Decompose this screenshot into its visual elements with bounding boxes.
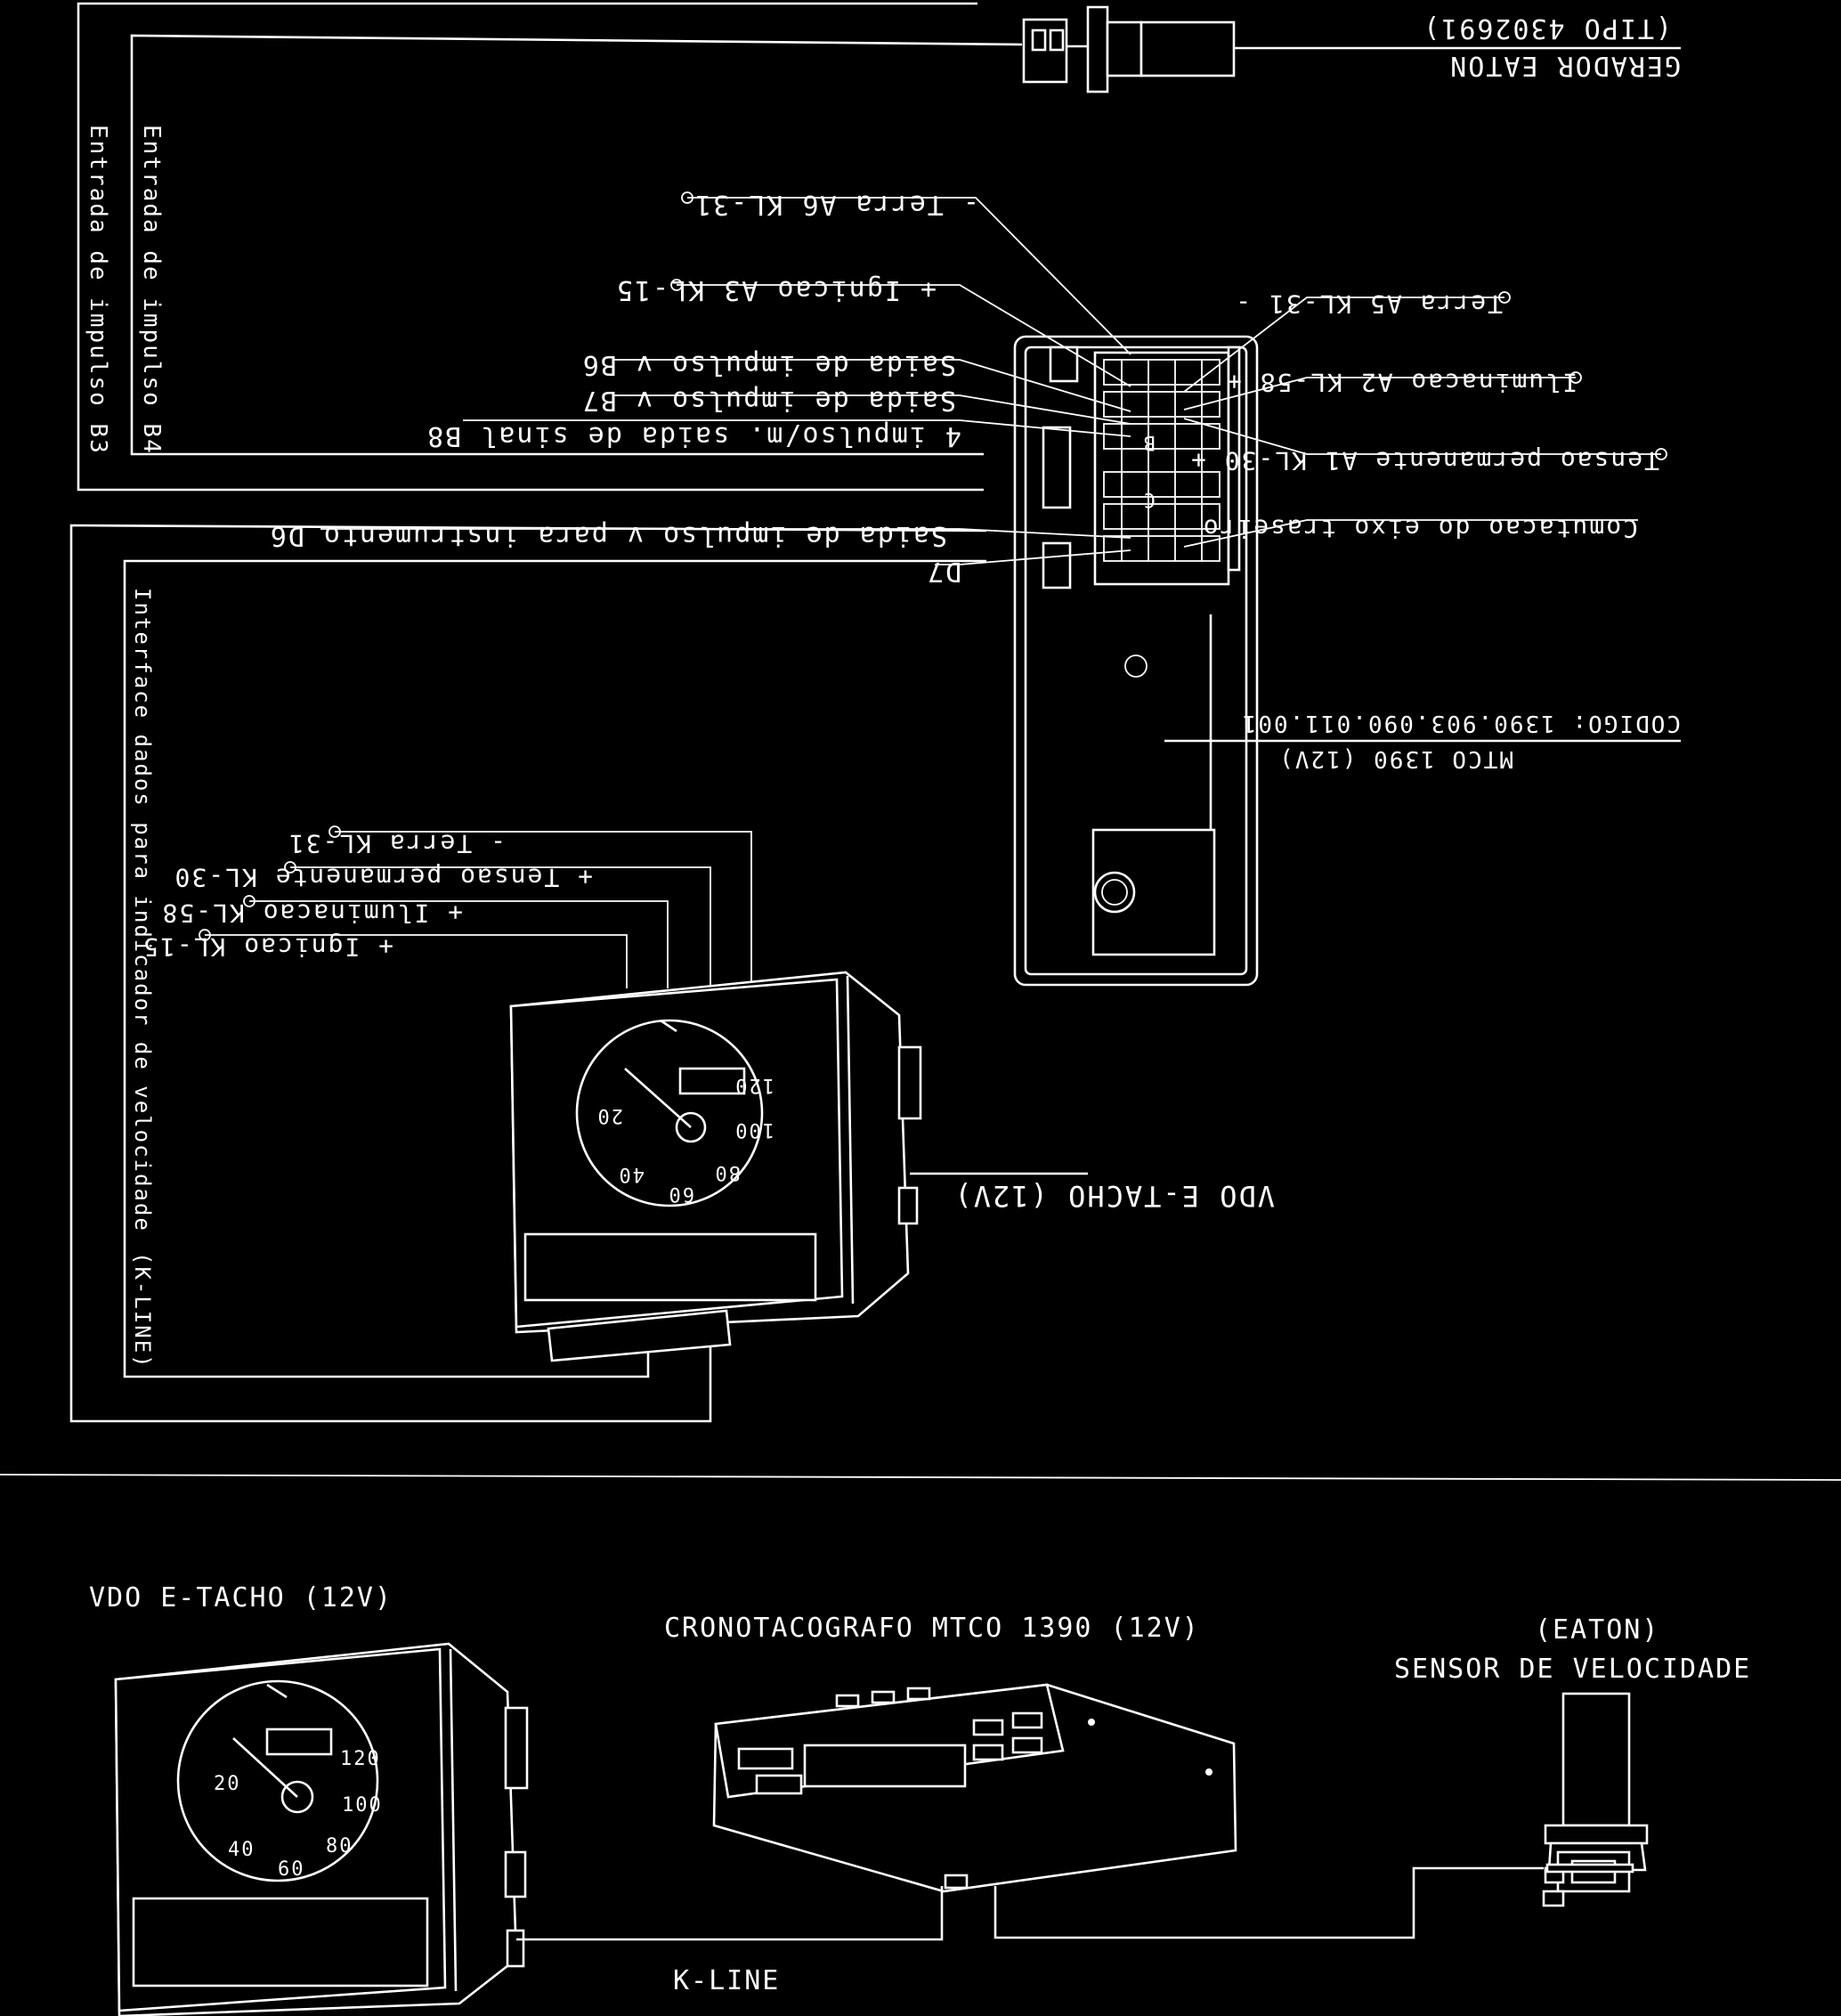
label-pin-a5: Terra A5 KL-31 - [1234, 289, 1503, 319]
kline-label: K-LINE [673, 1965, 780, 1996]
wire-interface-inner [123, 559, 986, 1378]
wire-input-b3 [77, 2, 984, 492]
label-pin-b8: 4 impulso/m. saida de sinal B8 [426, 420, 961, 451]
interface-speed-label: Interface dados para indicador de veloci… [130, 588, 155, 1232]
upper-diagram-content: GERADOR EATON (TIPO 4302691) Entrada de … [69, 2, 1681, 1423]
lower-gauge-40: 40 [228, 1839, 255, 1861]
upper-gauge-20: 20 [596, 1104, 624, 1126]
label-pin-b7: Saida de impulso v B7 [581, 385, 956, 416]
tacho-ignicao: + Ignicao KL-15 [142, 932, 393, 962]
label-pin-d6: Saida de impulso v para instrumento D6 [269, 520, 947, 551]
upper-gauge-80: 80 [714, 1161, 742, 1183]
upper-vdo-label: VDO E-TACHO (12V) [953, 1179, 1275, 1213]
label-pin-a1: Tensao permanente A1 KL-30 + [1189, 446, 1659, 476]
lower-gauge-20: 20 [214, 1773, 241, 1795]
vdo-etacho-lower [114, 1642, 529, 2016]
label-pin-a6: - Terra A6 KL-31 [693, 189, 979, 220]
lower-gauge-60: 60 [278, 1858, 305, 1881]
label-pin-a2: Iluminacao A2 KL-58 + [1225, 368, 1577, 397]
label-pin-d7: D7 [926, 556, 961, 587]
kline-vertical-label: (K-LINE) [130, 1252, 155, 1370]
lower-gauge-100: 100 [342, 1794, 383, 1817]
tacho-supply-leaders [199, 825, 752, 988]
lower-gauge-120: 120 [340, 1748, 381, 1770]
lower-gauge-80: 80 [326, 1835, 353, 1857]
wire-interface-outer [69, 524, 987, 1423]
connector-c-label: C [1142, 488, 1156, 510]
generator-title: GERADOR EATON [1448, 50, 1681, 81]
wire-kline [516, 1886, 944, 1941]
label-pin-axle: Comutacao do eixo traseiro [1202, 514, 1638, 543]
lower-sensor-label: SENSOR DE VELOCIDADE [1394, 1654, 1751, 1685]
mtco-right-leaders [1183, 291, 1667, 548]
tacho-tensao: + Tensao permanente KL-30 [174, 863, 593, 892]
speed-sensor [1542, 1692, 1649, 1907]
label-pin-b6: Saida de impulso v B6 [581, 349, 956, 380]
vdo-etacho-upper [509, 971, 1088, 1362]
mtco-left-leaders [320, 191, 1131, 565]
eaton-generator [1022, 5, 1681, 93]
tacho-iluminacao: + Iluminacao KL-58 [161, 898, 463, 928]
chronotachograph [712, 1683, 1237, 1893]
lower-vdo-label: VDO E-TACHO (12V) [89, 1582, 393, 1614]
wire-sensor [993, 1866, 1544, 1939]
section-divider [0, 1474, 1841, 1481]
upper-gauge-40: 40 [618, 1163, 645, 1185]
mtco-code: CODIGO: 1390.903.090.011.001 [1241, 710, 1681, 736]
wire-input-b4 [130, 34, 1023, 456]
label-input-b4: Entrada de impulso B4 [138, 125, 165, 455]
connector-pins [1103, 359, 1221, 562]
generator-type: (TIPO 4302691) [1422, 12, 1672, 44]
upper-gauge-120: 120 [734, 1074, 775, 1096]
mtco-name: MTCO 1390 (12V) [1277, 745, 1513, 772]
label-pin-a3: + Ignicao A3 KL-15 [615, 274, 937, 305]
connector-b-label: B [1142, 431, 1156, 453]
lower-sensor-brand: (EATON) [1535, 1614, 1659, 1646]
upper-gauge-100: 100 [734, 1118, 775, 1141]
label-input-b3: Entrada de impulso B3 [85, 125, 111, 455]
lower-diagram-content: VDO E-TACHO (12V) CRONOTACOGRAFO MTCO 13… [89, 1582, 1751, 2016]
upper-gauge-60: 60 [668, 1183, 695, 1205]
tacho-terra: - Terra KL-31 [288, 829, 506, 858]
mtco-module: B C [1013, 335, 1681, 987]
lower-chrono-label: CRONOTACOGRAFO MTCO 1390 (12V) [664, 1613, 1200, 1644]
